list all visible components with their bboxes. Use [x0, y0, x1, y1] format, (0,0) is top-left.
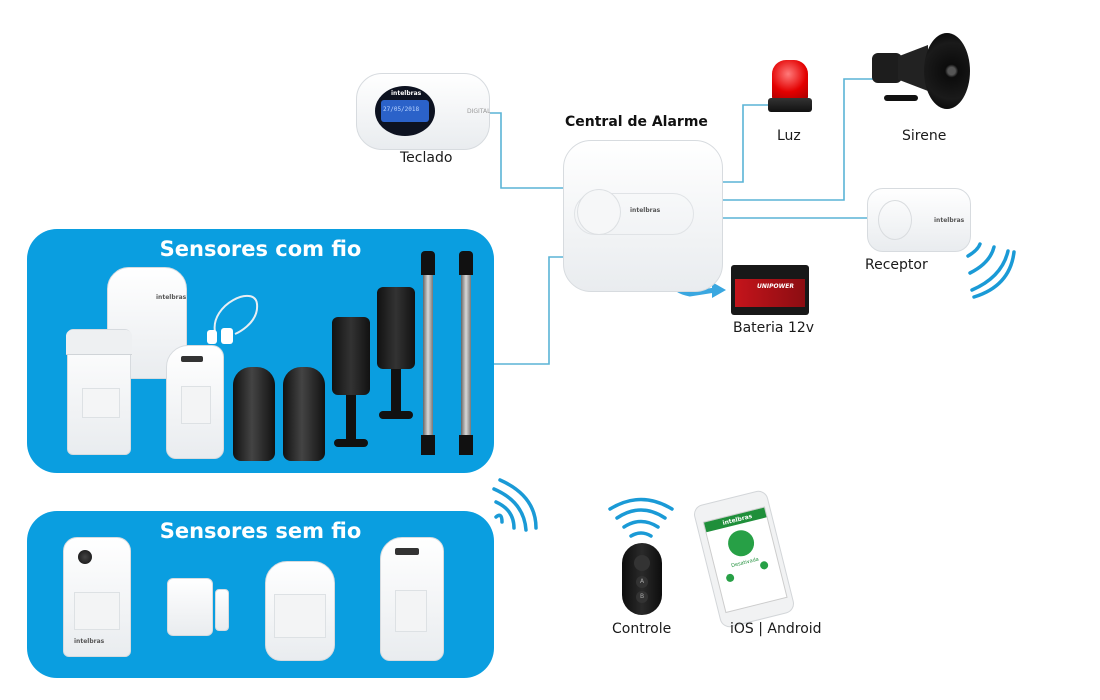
keypad-screen: 27/05/2018 intelbras [375, 86, 435, 136]
app-lock-icon [725, 527, 757, 559]
remote-power-button [634, 555, 650, 571]
central-brand: intelbras [630, 207, 661, 214]
keypad-device: 27/05/2018 intelbras DIGITAL [356, 73, 490, 150]
battery-label: Bateria 12v [733, 320, 815, 336]
wired-sensor-pir-compact [166, 345, 224, 459]
wired-sensor-brand: intelbras [156, 294, 187, 301]
keypad-screen-text: 27/05/2018 [383, 106, 420, 113]
receiver-label: Receptor [865, 257, 928, 273]
central-device: intelbras [563, 140, 723, 292]
wireless-sensors-title: Sensores sem fio [159, 519, 362, 543]
siren-device [872, 33, 972, 113]
app-header: intelbras [704, 507, 767, 533]
wired-sensor-beam-right [283, 367, 325, 461]
battery-device: UNIPOWER [731, 265, 809, 315]
wireless-sensor-pir-indoor [265, 561, 335, 661]
wireless-sensor-door-magnet [215, 589, 229, 631]
sensors-wireless-waves-icon [492, 478, 538, 532]
remote-label: Controle [612, 621, 672, 637]
keypad-label: Teclado [400, 150, 453, 166]
keypad-brand: intelbras [391, 90, 422, 97]
remote-button-a: A [636, 576, 648, 588]
wire-keypad [490, 112, 563, 189]
wire-wired-sensors [494, 256, 568, 365]
wireless-sensor-pir-camera: intelbras [63, 537, 131, 657]
wired-sensor-column-right [459, 251, 473, 455]
wired-sensors-title: Sensores com fio [159, 237, 362, 261]
wire-light [720, 104, 768, 183]
app-brand: intelbras [721, 512, 753, 527]
wireless-sensor-door-contact [167, 578, 213, 636]
wireless-sensors-panel: Sensores sem fio intelbras [27, 511, 494, 678]
central-title: Central de Alarme [565, 114, 708, 130]
remote-wireless-waves-icon [608, 497, 674, 538]
wired-sensor-ir-barrier-left [332, 317, 370, 455]
wired-sensor-ir-barrier-right [377, 287, 415, 439]
keypad-side-text: DIGITAL [467, 108, 491, 115]
app-label: iOS | Android [730, 621, 822, 637]
remote-control-device: A B [622, 543, 662, 615]
receiver-wireless-waves-icon [966, 242, 1016, 299]
wireless-sensor-pir-outdoor [380, 537, 444, 661]
wire-siren [722, 78, 875, 201]
receiver-device: intelbras [867, 188, 971, 252]
wired-sensor-beam-left [233, 367, 275, 461]
battery-brand: UNIPOWER [757, 283, 794, 290]
wireless-sensor-brand: intelbras [74, 638, 105, 645]
siren-label: Sirene [902, 128, 947, 144]
app-status: Desativada [730, 556, 760, 570]
wired-sensor-pir-outdoor [66, 329, 132, 455]
wired-sensors-panel: Sensores com fio intelbras [27, 229, 494, 473]
wired-sensor-column-left [421, 251, 435, 455]
remote-button-b: B [636, 591, 648, 603]
light-device [768, 60, 812, 115]
light-label: Luz [777, 128, 801, 144]
wired-sensor-magnetic-contact [205, 284, 261, 348]
battery-arrowhead-icon [712, 282, 726, 298]
receiver-brand: intelbras [934, 217, 965, 224]
